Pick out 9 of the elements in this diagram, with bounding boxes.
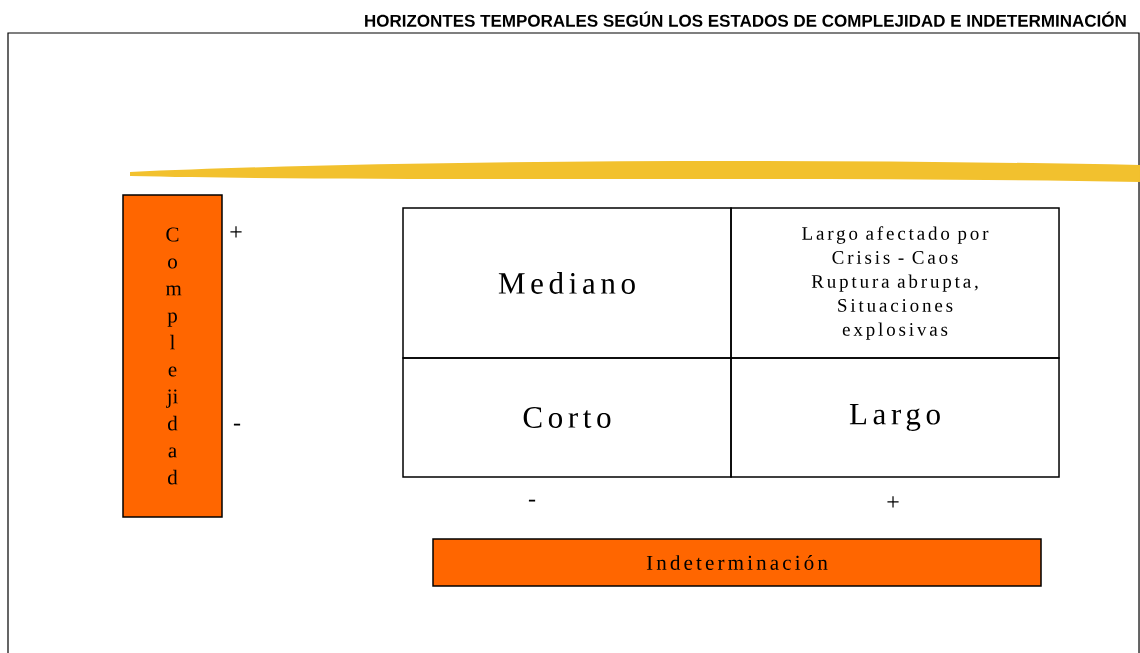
title: HORIZONTES TEMPORALES SEGÚN LOS ESTADOS DE COMPLEJIDAD E INDETERMINACIÓN	[365, 11, 1126, 27]
table-cell: Largo	[730, 357, 1060, 478]
axis-sign: -	[528, 499, 536, 502]
axis-label-box: Indeterminación	[432, 538, 1042, 587]
axis-label-box: Complejidad	[122, 194, 223, 518]
table-cell: Corto	[402, 357, 732, 478]
table-cell: Largo afectado por Crisis - Caos Ruptura abrupta, Situaciones explosivas	[730, 207, 1060, 359]
axis-sign: +	[887, 496, 899, 508]
table-cell: Mediano	[402, 207, 732, 359]
